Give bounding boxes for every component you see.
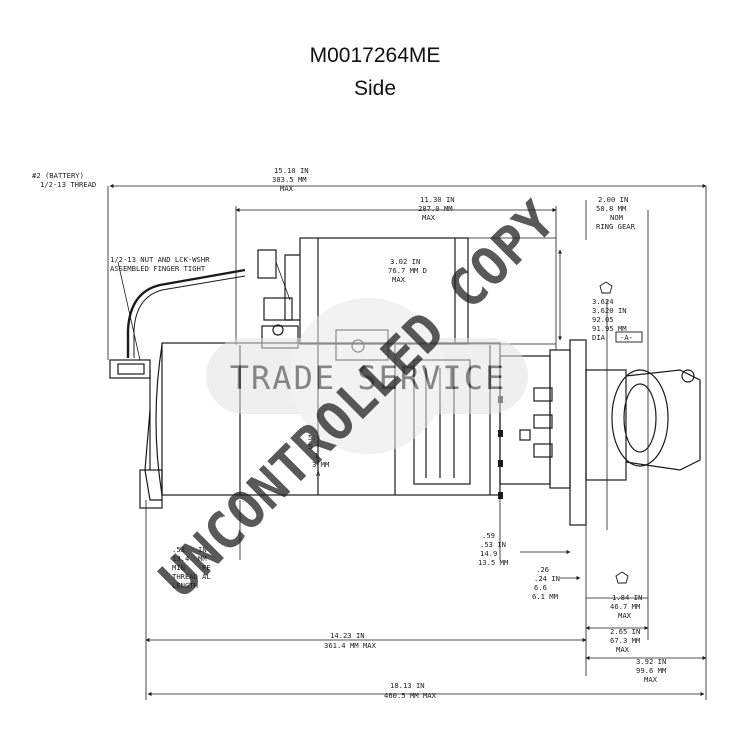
dim-pilot-dia-2: 3.620 IN xyxy=(592,306,627,315)
dim-mount-gear-in: 2.65 IN xyxy=(610,627,640,636)
dim-mount-gear-max: MAX xyxy=(616,645,630,654)
dim-pinion-offset-3: 6.6 xyxy=(534,583,547,592)
battery-cable xyxy=(126,268,246,358)
nut-callout-line2: ASSEMBLED FINGER TIGHT xyxy=(110,264,206,273)
dim-thread-in: IN xyxy=(198,545,207,554)
dim-solenoid-dia-max: MAX xyxy=(392,275,406,284)
trade-service-logo: TRADE SERVICE xyxy=(230,359,506,397)
dim-overall-top-max: MAX xyxy=(280,184,294,193)
dim-overall-bottom-mm: 460.5 MM MAX xyxy=(384,691,437,700)
dim-motor-frame-3: 1 xyxy=(314,451,318,460)
dim-thread-3: MIN xyxy=(172,563,185,572)
dim-pinion-mm: 46.7 MM xyxy=(610,602,641,611)
dim-pinion-offset-4: 6.1 MM xyxy=(532,592,559,601)
dim-solenoid-length-mm: 287.0 MM xyxy=(418,204,453,213)
view-subtitle: Side xyxy=(353,77,397,100)
dim-pilot-dia-3: 92.05 xyxy=(592,315,614,324)
dim-nose-in: 3.92 IN xyxy=(636,657,666,666)
datum-marks xyxy=(599,281,643,584)
dim-motor-frame-1: 5.1 xyxy=(308,433,321,442)
dim-overall-top-in: 15.10 IN xyxy=(274,166,309,175)
dim-pinion-offset-1: .26 xyxy=(536,565,549,574)
dim-pilot-dia-4: 91.95 MM xyxy=(592,324,627,333)
dim-pilot-dia-1: 3.624 xyxy=(592,297,614,306)
dim-thread-fe: FE xyxy=(202,563,211,572)
dim-thread-4: THREAD xyxy=(172,572,198,581)
dim-pinion-offset-2: .24 IN xyxy=(534,574,560,583)
dim-pinion-max: MAX xyxy=(618,611,632,620)
dim-flange-2: .53 IN xyxy=(480,540,506,549)
dim-overall-top-mm: 383.5 MM xyxy=(272,175,307,184)
dim-overall-bottom-in: 18.13 IN xyxy=(390,681,425,690)
dim-solenoid-dia-in: 3.02 IN xyxy=(390,257,420,266)
dim-ring-gear-in: 2.00 IN xyxy=(598,195,628,204)
dim-nose-max: MAX xyxy=(644,675,658,684)
datum-a-label: -A- xyxy=(620,333,633,342)
dim-flange-4: 13.5 MM xyxy=(478,558,509,567)
dim-thread-1: .53 xyxy=(172,545,185,554)
trade-service-watermark: TRADE SERVICE xyxy=(206,298,528,454)
dim-mount-end-mm: 361.4 MM MAX xyxy=(324,641,377,650)
dimension-lines xyxy=(107,184,707,700)
dim-pinion-in: 1.84 IN xyxy=(612,593,642,602)
battery-callout-line1: #2 (BATTERY) xyxy=(32,171,84,180)
dim-flange-3: 14.9 xyxy=(480,549,497,558)
dim-ring-gear-label: RING GEAR xyxy=(596,222,636,231)
dim-flange-1: .59 xyxy=(482,531,495,540)
dim-motor-frame-5: A xyxy=(316,469,321,478)
pinion-gear xyxy=(611,369,669,467)
dim-motor-frame-2: 5 xyxy=(308,442,312,451)
dim-thread-2: 13.4 xyxy=(172,554,189,563)
mounting-flange xyxy=(569,339,587,526)
battery-callout-line2: 1/2-13 THREAD xyxy=(40,180,96,189)
dim-thread-5: LENGTH xyxy=(172,581,198,590)
nut-callout-line1: 1/2-13 NUT AND LCK-WSHR xyxy=(110,255,210,264)
dim-mount-gear-mm: 67.3 MM xyxy=(610,636,641,645)
dim-solenoid-length-max: MAX xyxy=(422,213,436,222)
dim-thread-mm: MM xyxy=(198,554,207,563)
callout-text: #2 (BATTERY) 1/2-13 THREAD 1/2-13 NUT AN… xyxy=(32,166,667,700)
dim-mount-end-in: 14.23 IN xyxy=(330,631,365,640)
dim-thread-al: AL xyxy=(202,572,211,581)
dim-motor-frame-4: 3 MM xyxy=(312,460,330,469)
part-number-title: M0017264ME xyxy=(309,44,441,67)
dim-ring-gear-nom: NOM xyxy=(610,213,624,222)
battery-stud xyxy=(109,359,151,379)
dim-solenoid-length-in: 11.30 IN xyxy=(420,195,455,204)
dim-solenoid-dia-mm: 76.7 MM D xyxy=(388,266,427,275)
dim-nose-mm: 99.6 MM xyxy=(636,666,667,675)
dim-pilot-dia-5: DIA xyxy=(592,333,606,342)
dim-ring-gear-mm: 50.8 MM xyxy=(596,204,627,213)
